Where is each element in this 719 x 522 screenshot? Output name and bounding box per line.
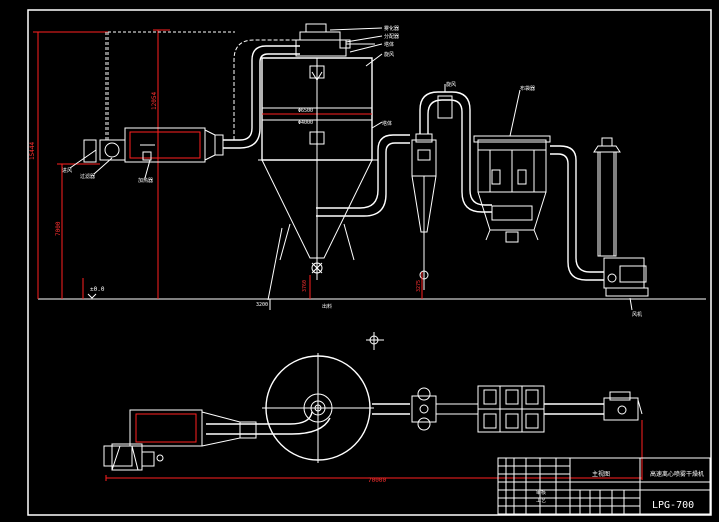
air-heater <box>83 127 224 163</box>
svg-text:Φ6500: Φ6500 <box>298 108 313 114</box>
svg-text:进风: 进风 <box>62 167 72 174</box>
model-number: LPG-700 <box>652 500 694 511</box>
air-distributor <box>295 23 375 57</box>
hot-air-riser <box>223 45 300 141</box>
hot-air-duct-dashed <box>105 31 235 140</box>
svg-text:3275: 3275 <box>416 280 422 292</box>
chamber-outlet-duct <box>316 134 410 209</box>
title-block-label-1: 主视图 <box>592 470 610 478</box>
exhaust-fan-chimney: 风机 <box>593 137 649 318</box>
svg-text:出料: 出料 <box>322 303 332 310</box>
top-callouts: 雾化器 分配器 塔体 旋风 塔体 <box>329 25 399 129</box>
svg-text:工艺: 工艺 <box>536 498 546 504</box>
title-block: 主视图 高速离心喷雾干燥机 LPG-700 审核 工艺 <box>497 457 711 515</box>
bag-filter: 布袋器 <box>473 85 551 243</box>
svg-text:15444: 15444 <box>29 142 36 160</box>
exhaust-duct <box>550 145 604 273</box>
svg-text:雾化器: 雾化器 <box>384 25 399 32</box>
bag-filter-plan <box>477 385 545 433</box>
svg-text:12054: 12054 <box>151 92 158 110</box>
plan-view: 70000 <box>103 332 643 484</box>
svg-text:塔体: 塔体 <box>382 120 392 127</box>
svg-text:塔体: 塔体 <box>384 41 394 48</box>
svg-text:旋风: 旋风 <box>446 81 456 88</box>
svg-text:分配器: 分配器 <box>384 33 399 40</box>
reference-marker <box>366 332 384 350</box>
heater-plan <box>103 409 257 471</box>
svg-text:风机: 风机 <box>632 311 642 318</box>
drawing-frame <box>27 9 712 516</box>
svg-text:审核: 审核 <box>536 489 546 496</box>
svg-text:7000: 7000 <box>55 221 62 236</box>
svg-text:加热器: 加热器 <box>138 177 153 184</box>
fan-plan <box>603 391 643 421</box>
title-block-label-2: 高速离心喷雾干燥机 <box>650 470 704 478</box>
svg-text:3200: 3200 <box>256 302 268 308</box>
cyclone-plan <box>411 387 478 431</box>
cyclone-separator: 3275 <box>411 133 437 299</box>
cyclone-to-filter-duct <box>419 91 492 206</box>
height-dimensions: 15444 7000 12054 ±0.0 <box>29 29 170 299</box>
front-elevation: 15444 7000 12054 ±0.0 进风 过滤器 加热器 <box>29 23 649 318</box>
svg-text:±0.0: ±0.0 <box>90 286 105 293</box>
svg-text:布袋器: 布袋器 <box>520 85 535 92</box>
svg-text:3760: 3760 <box>302 280 308 292</box>
chamber-plan <box>262 353 374 463</box>
svg-text:过滤器: 过滤器 <box>80 173 95 180</box>
svg-text:70000: 70000 <box>368 477 386 484</box>
drying-chamber: Φ6500 Φ4000 <box>258 57 378 280</box>
svg-text:旋风: 旋风 <box>384 51 394 58</box>
svg-text:Φ4000: Φ4000 <box>298 120 313 126</box>
